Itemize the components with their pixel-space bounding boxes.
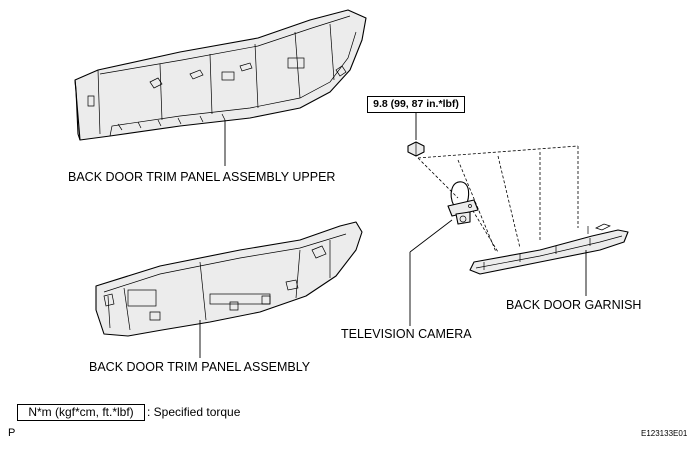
camera-leader-diag <box>409 219 453 253</box>
bolt <box>407 141 425 157</box>
torque-units-legend: N*m (kgf*cm, ft.*lbf) <box>17 404 145 421</box>
upper-panel-label: BACK DOOR TRIM PANEL ASSEMBLY UPPER <box>68 170 336 184</box>
lower-panel-label: BACK DOOR TRIM PANEL ASSEMBLY <box>89 360 311 374</box>
legend-description: : Specified torque <box>147 405 241 419</box>
upper-trim-panel <box>74 9 367 141</box>
camera-label: TELEVISION CAMERA <box>341 327 472 341</box>
garnish-label: BACK DOOR GARNISH <box>506 298 642 312</box>
corner-mark: P <box>8 427 16 439</box>
television-camera <box>447 181 479 225</box>
lower-trim-panel <box>95 221 363 337</box>
guide-lines <box>417 145 579 253</box>
illustration-code: E123133E01 <box>641 429 688 438</box>
back-door-garnish <box>469 223 629 275</box>
torque-spec-box: 9.8 (99, 87 in.*lbf) <box>367 96 465 113</box>
